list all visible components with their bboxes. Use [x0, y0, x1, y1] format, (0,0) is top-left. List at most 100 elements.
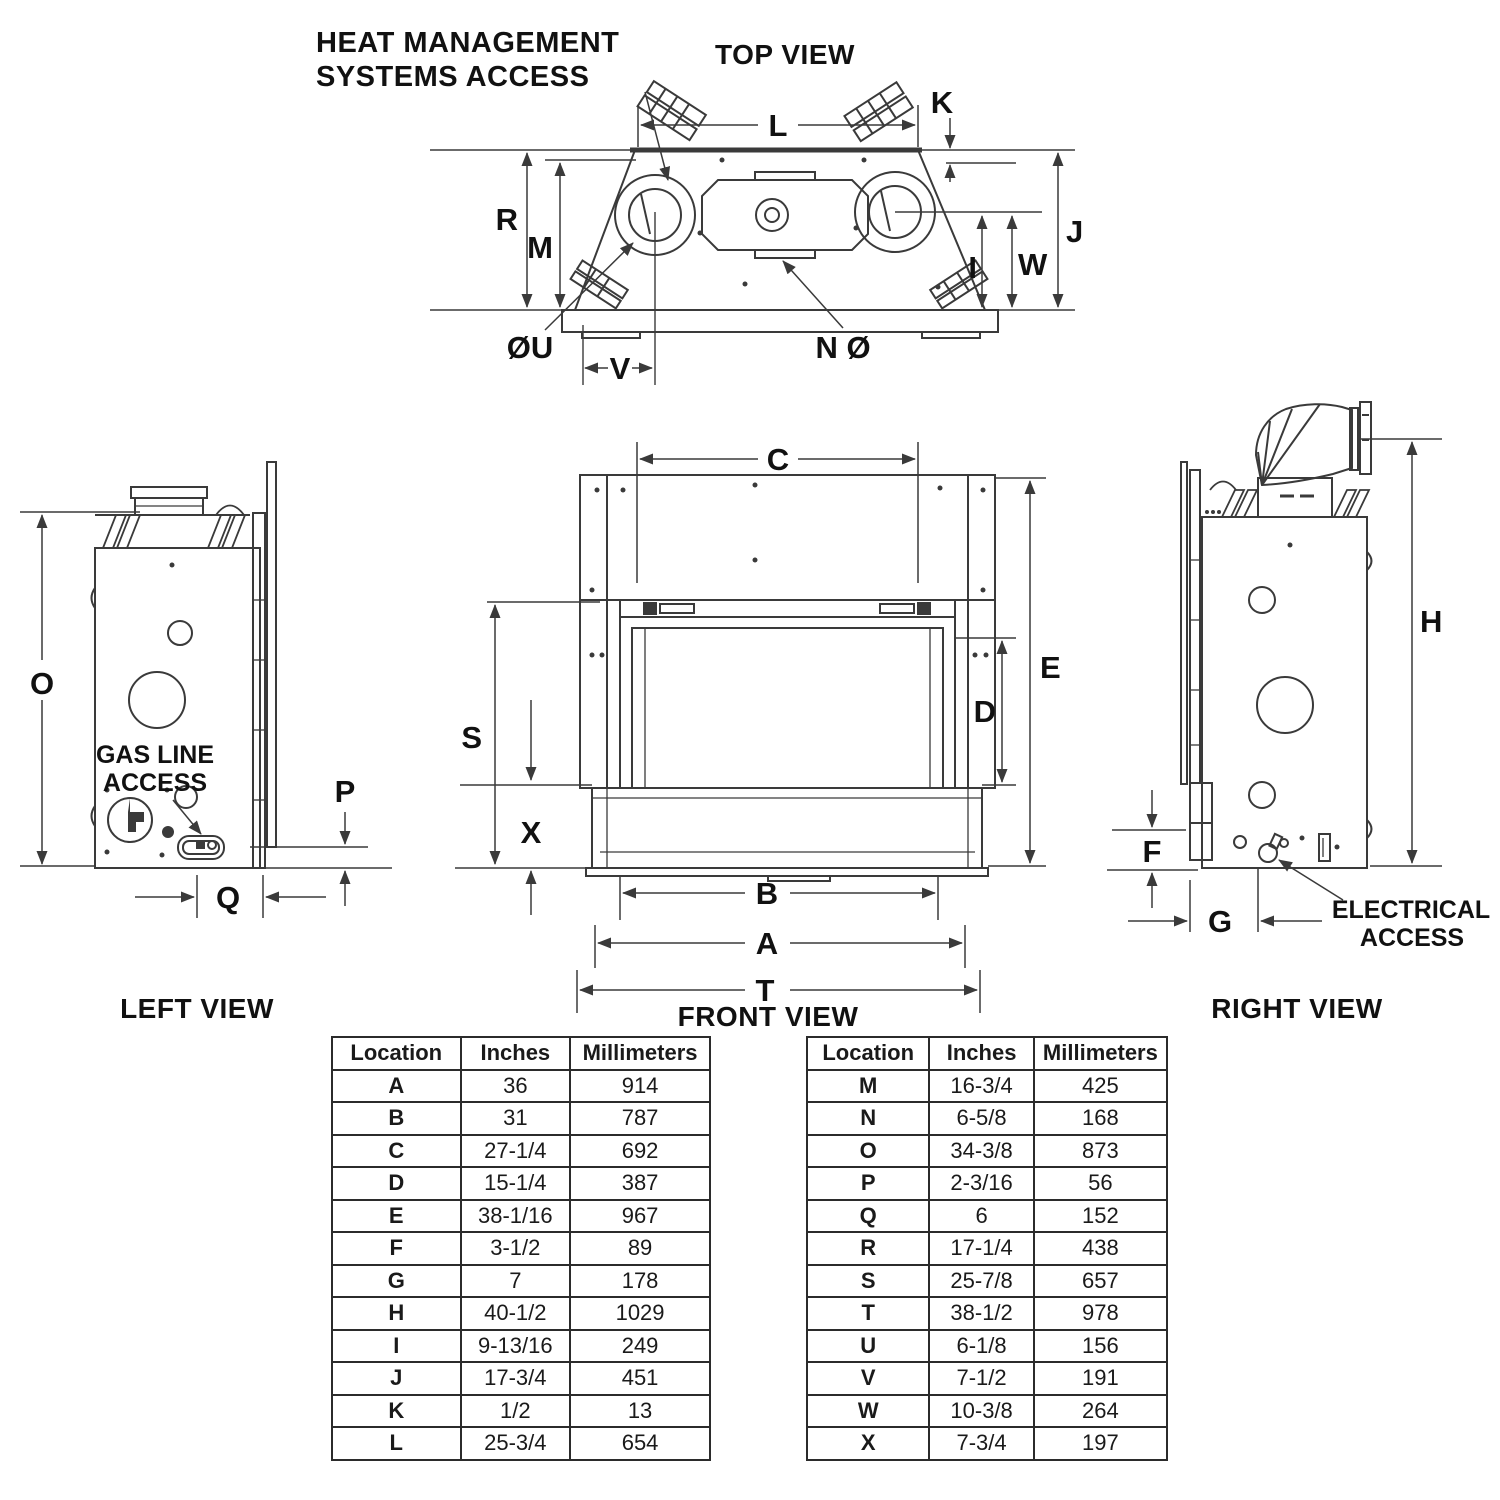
electrical-access-leader	[1278, 859, 1344, 901]
cell-inches: 38-1/16	[459, 1198, 572, 1233]
cell-location: O	[805, 1133, 931, 1168]
left-view-dim-lines	[20, 511, 392, 918]
cell-inches: 1/2	[459, 1393, 572, 1428]
top-view-reference-lines	[430, 149, 1075, 385]
dim-label-G: G	[1208, 904, 1232, 939]
left-view-body	[94, 547, 261, 869]
cell-inches: 9-13/16	[459, 1328, 572, 1363]
right-view-top-brackets	[1209, 480, 1371, 518]
cell-inches: 6	[928, 1198, 1035, 1233]
dim-label-X: X	[521, 815, 542, 850]
cell-location: I	[331, 1328, 462, 1363]
cell-location: E	[331, 1198, 462, 1233]
front-base	[585, 787, 989, 882]
dim-label-F: F	[1143, 834, 1162, 869]
dim-label-S: S	[461, 720, 482, 755]
cell-mm: 914	[569, 1068, 711, 1103]
cell-inches: 25-7/8	[928, 1263, 1035, 1298]
cell-location: K	[331, 1393, 462, 1428]
top-right-bracket	[843, 80, 915, 143]
left-view-flange	[252, 461, 277, 869]
left-edge-bump	[90, 587, 96, 609]
bottom-right-bracket	[928, 259, 989, 310]
electrical-callout-line2: ACCESS	[1360, 924, 1464, 952]
cell-location: T	[805, 1296, 931, 1331]
dim-label-E: E	[1040, 650, 1061, 685]
cell-inches: 34-3/8	[928, 1133, 1035, 1168]
cell-inches: 7	[459, 1263, 572, 1298]
right-edge-bump2	[1366, 819, 1373, 839]
cell-inches: 10-3/8	[928, 1393, 1035, 1428]
cell-inches: 25-3/4	[459, 1426, 572, 1461]
right-view-drawing	[1180, 401, 1373, 869]
cell-location: X	[805, 1426, 931, 1461]
header-location: Location	[805, 1036, 931, 1071]
dim-label-C: C	[767, 442, 789, 477]
cell-location: H	[331, 1296, 462, 1331]
dim-label-J: J	[1066, 214, 1083, 249]
left-view-top-brackets	[101, 504, 247, 549]
header-millimeters: Millimeters	[1032, 1036, 1169, 1071]
cell-location: S	[805, 1263, 931, 1298]
top-view-base	[561, 309, 999, 333]
front-view-dim-lines	[455, 442, 1046, 1013]
right-view-elbow-vent	[1254, 401, 1372, 487]
dim-label-B: B	[756, 876, 778, 911]
header-inches: Inches	[459, 1036, 572, 1071]
right-view-body	[1201, 516, 1368, 869]
right-view-slot	[1318, 833, 1331, 862]
cell-mm: 654	[569, 1426, 711, 1461]
cell-location: C	[331, 1133, 462, 1168]
cell-location: J	[331, 1361, 462, 1396]
front-view-title: FRONT VIEW	[678, 1001, 859, 1032]
dim-label-T: T	[756, 973, 775, 1008]
dim-label-O: O	[30, 666, 54, 701]
cell-mm: 249	[569, 1328, 711, 1363]
dim-label-H: H	[1420, 604, 1442, 639]
flue-diameter-leader	[544, 242, 634, 331]
left-edge-bump2	[90, 805, 96, 827]
cell-inches: 40-1/2	[459, 1296, 572, 1331]
dim-label-A: A	[756, 926, 778, 961]
cell-location: Q	[805, 1198, 931, 1233]
gas-valve	[107, 797, 153, 843]
front-left-column	[579, 599, 608, 789]
cell-mm: 425	[1032, 1068, 1169, 1103]
cell-inches: 3-1/2	[459, 1231, 572, 1266]
gas-line-access-leader	[172, 799, 202, 835]
bottom-left-bracket	[569, 259, 630, 310]
dim-label-W: W	[1018, 247, 1048, 282]
cell-mm: 1029	[569, 1296, 711, 1331]
cell-mm: 438	[1032, 1231, 1169, 1266]
electrical-access-port	[1258, 832, 1289, 863]
dim-label-M: M	[527, 230, 553, 265]
cell-location: P	[805, 1166, 931, 1201]
cell-mm: 156	[1032, 1328, 1169, 1363]
dim-label-V: V	[610, 351, 631, 386]
cell-location: N	[805, 1101, 931, 1136]
cell-location: R	[805, 1231, 931, 1266]
cell-inches: 2-3/16	[928, 1166, 1035, 1201]
center-diameter-leader	[782, 260, 844, 329]
heat-management-callout-line1: HEAT MANAGEMENT	[316, 27, 619, 59]
cell-inches: 27-1/4	[459, 1133, 572, 1168]
front-view-drawing	[579, 474, 996, 882]
front-louver-strip	[619, 599, 956, 618]
rivet-dots	[697, 157, 941, 290]
cell-mm: 873	[1032, 1133, 1169, 1168]
front-window	[619, 616, 956, 789]
cell-location: F	[331, 1231, 462, 1266]
left-view-drawing	[90, 461, 277, 869]
